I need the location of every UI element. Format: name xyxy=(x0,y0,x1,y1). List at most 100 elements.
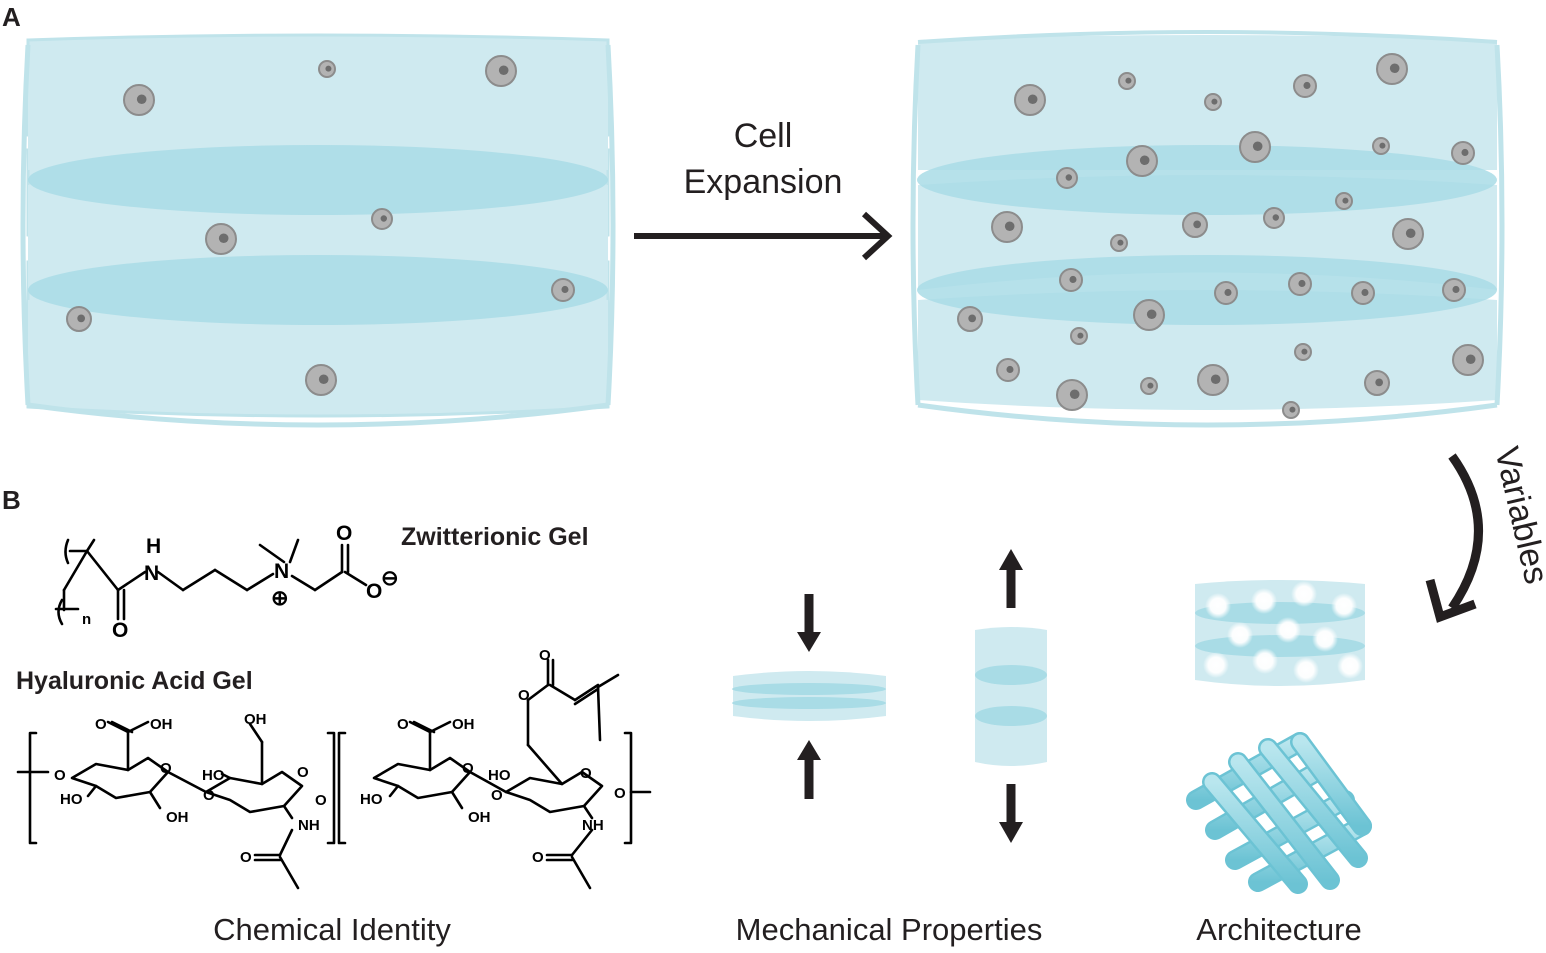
ha-O-4: O xyxy=(203,787,215,804)
panel-letter-a: A xyxy=(2,2,21,32)
cell xyxy=(1056,167,1078,189)
cell xyxy=(1070,327,1088,345)
ha-OH-3: OH xyxy=(244,711,267,728)
ha-OH-5: OH xyxy=(468,809,491,826)
ha-O-9: O xyxy=(462,760,474,777)
compress-arrow-up xyxy=(797,740,821,799)
zwitterionic-structure: H N N ⊕ O O ⊖ O n xyxy=(54,522,399,642)
panel-letter-b: B xyxy=(2,485,21,515)
pore xyxy=(1205,593,1231,619)
variables-arrow xyxy=(1425,453,1483,623)
ha-HO-1: HO xyxy=(60,791,83,808)
ha-O-13: O xyxy=(539,647,551,664)
cell xyxy=(1182,212,1208,238)
atom-N-quat: N xyxy=(274,560,289,583)
ha-O-3: O xyxy=(160,760,172,777)
cell xyxy=(1364,370,1390,396)
ha-O-6: O xyxy=(240,849,252,866)
ha-NH-2: NH xyxy=(582,817,604,834)
charge-plus: ⊕ xyxy=(271,587,289,610)
ha-NH-1: NH xyxy=(298,817,320,834)
ha-O-15: O xyxy=(614,785,626,802)
cell xyxy=(1059,268,1083,292)
cell xyxy=(1239,131,1271,163)
cell-expansion-arrow xyxy=(634,211,893,261)
cell xyxy=(1140,377,1158,395)
cell xyxy=(1133,299,1165,331)
ha-OH-2: OH xyxy=(166,809,189,826)
cell xyxy=(1376,53,1408,85)
cell xyxy=(551,278,575,302)
hyaluronic-title: Hyaluronic Acid Gel xyxy=(16,667,253,695)
cell xyxy=(123,84,155,116)
cells-before xyxy=(66,55,575,396)
cell xyxy=(1452,344,1484,376)
gel-stack-before xyxy=(20,33,616,428)
cell xyxy=(1263,207,1285,229)
compress-arrow-down xyxy=(797,594,821,652)
atom-N-amide: N xyxy=(144,562,159,585)
cell xyxy=(305,364,337,396)
pore xyxy=(1275,617,1301,643)
cell xyxy=(1056,379,1088,411)
cell xyxy=(1442,278,1466,302)
atom-O-minus: O xyxy=(366,580,382,603)
repeat-n: n xyxy=(82,611,91,628)
label-chemical-identity: Chemical Identity xyxy=(213,912,451,947)
ha-O-14: O xyxy=(532,849,544,866)
cell xyxy=(1288,272,1312,296)
variables-label: Variables xyxy=(1487,443,1546,587)
cell xyxy=(1282,401,1300,419)
cell xyxy=(1126,145,1158,177)
ha-OH-4: OH xyxy=(452,716,475,733)
ha-O-1: O xyxy=(54,767,66,784)
cell xyxy=(1014,84,1046,116)
pore xyxy=(1252,648,1278,674)
cell xyxy=(1110,234,1128,252)
cell xyxy=(1214,281,1238,305)
label-architecture: Architecture xyxy=(1196,912,1361,947)
ha-O-7: O xyxy=(315,792,327,809)
atom-H: H xyxy=(146,535,161,558)
charge-minus: ⊖ xyxy=(381,567,399,590)
cell xyxy=(485,55,517,87)
cell xyxy=(1392,218,1424,250)
label-mechanical-properties: Mechanical Properties xyxy=(736,912,1043,947)
compressed-gel xyxy=(732,671,886,721)
hyaluronic-structure: O O OH O HO OH O OH HO O NH O O O OH O H… xyxy=(16,647,652,890)
ha-OH-1: OH xyxy=(150,716,173,733)
cell xyxy=(371,208,393,230)
zwitterionic-title: Zwitterionic Gel xyxy=(401,523,589,551)
ha-O-5: O xyxy=(297,764,309,781)
ha-HO-2: HO xyxy=(202,767,225,784)
ha-HO-3: HO xyxy=(360,791,383,808)
stretched-gel xyxy=(975,627,1047,766)
cell xyxy=(996,358,1020,382)
pore xyxy=(1331,593,1357,619)
ha-HO-4: HO xyxy=(488,767,511,784)
ha-O-2: O xyxy=(95,716,107,733)
cell xyxy=(991,211,1023,243)
cell xyxy=(1118,72,1136,90)
cell xyxy=(957,306,983,332)
cell xyxy=(1351,281,1375,305)
cell xyxy=(1451,141,1475,165)
cell xyxy=(1372,137,1390,155)
cell xyxy=(1204,93,1222,111)
pore xyxy=(1291,581,1317,607)
cell xyxy=(1293,74,1317,98)
cell xyxy=(1335,192,1353,210)
pore xyxy=(1251,588,1277,614)
ha-O-12: O xyxy=(518,687,530,704)
pore xyxy=(1203,652,1229,678)
ha-O-8: O xyxy=(397,716,409,733)
pore xyxy=(1227,622,1253,648)
arrow-label-line2: Expansion xyxy=(684,163,843,201)
cell xyxy=(1197,364,1229,396)
atom-O-acid: O xyxy=(336,522,352,545)
stretch-arrow-down xyxy=(999,784,1023,843)
cell xyxy=(318,60,336,78)
atom-O-carbonyl: O xyxy=(112,619,128,642)
pore xyxy=(1312,626,1338,652)
